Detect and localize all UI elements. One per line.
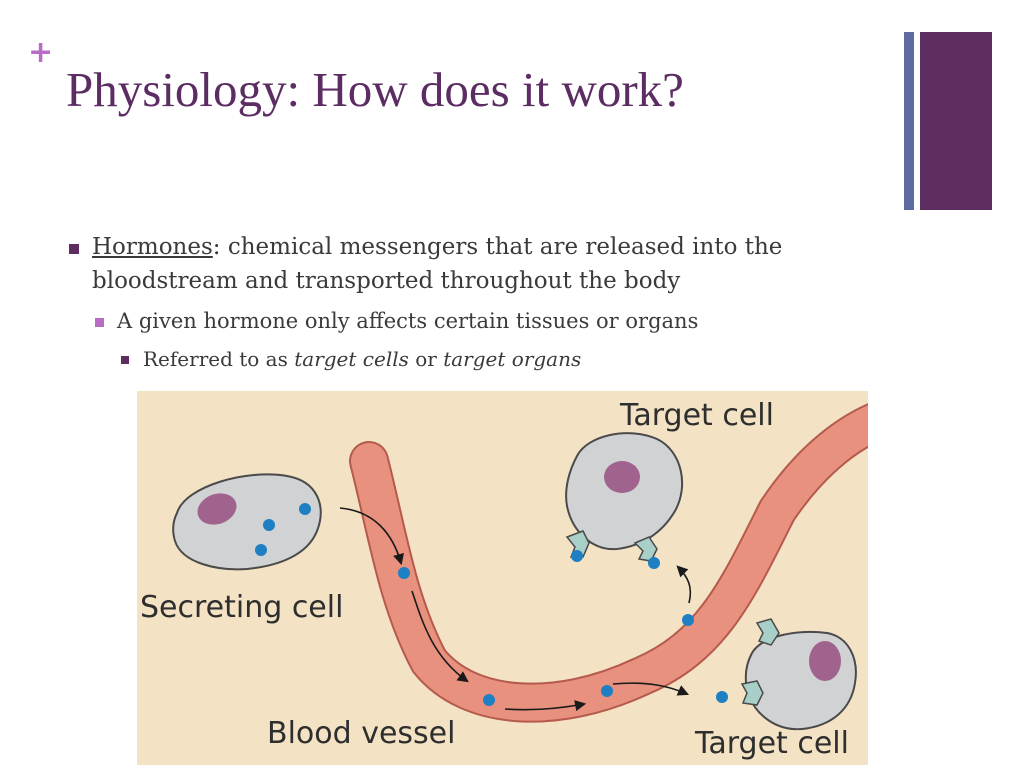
flow-arrow	[411, 590, 469, 683]
sub-sub-bullet-square-icon	[121, 356, 129, 364]
hormone-molecule	[255, 544, 267, 556]
term-target-organs: target organs	[443, 347, 582, 371]
label-target-cell-top: Target cell	[619, 398, 774, 433]
target-cell-bottom-nucleus	[809, 641, 841, 681]
bullet-hormone-specificity: A given hormone only affects certain tis…	[117, 309, 699, 333]
bullet-target-terms: Referred to as target cells or target or…	[143, 344, 581, 374]
flow-arrow	[339, 507, 404, 566]
decorative-thin-bar	[904, 32, 914, 210]
hormone-molecule	[682, 614, 694, 626]
hormone-molecule	[398, 567, 410, 579]
term-colon: :	[212, 234, 221, 260]
slide-title: Physiology: How does it work?	[66, 62, 684, 117]
hormones-definition-line1: chemical messengers that are released in…	[220, 234, 783, 260]
hormone-molecule	[571, 550, 583, 562]
sub-bullet-square-icon	[95, 318, 104, 327]
hormone-molecule	[263, 519, 275, 531]
decorative-thick-bar	[920, 32, 992, 210]
target-cell-top-nucleus	[604, 461, 640, 493]
hormone-molecule	[483, 694, 495, 706]
hormone-molecule	[299, 503, 311, 515]
flow-arrow	[612, 682, 690, 696]
term-hormones: Hormones	[92, 234, 213, 260]
target-cell-bottom	[744, 630, 857, 731]
diagram-svg: Target cell Secreting cell Blood vessel …	[140, 398, 868, 761]
hormone-molecule	[601, 685, 613, 697]
hormone-molecule	[716, 691, 728, 703]
secreting-cell-nucleus	[197, 493, 237, 525]
bullet-square-icon	[69, 244, 79, 254]
label-secreting-cell: Secreting cell	[140, 590, 343, 625]
receptor-icon	[740, 680, 764, 706]
hormone-transport-diagram: Target cell Secreting cell Blood vessel …	[137, 391, 868, 765]
bullet-hormones: Hormones: chemical messengers that are r…	[92, 230, 782, 298]
term-target-cells: target cells	[294, 347, 409, 371]
target-middle: or	[408, 347, 444, 371]
flow-arrow	[676, 565, 692, 604]
plus-icon: +	[28, 35, 54, 70]
label-target-cell-bottom: Target cell	[694, 726, 849, 761]
hormones-definition-line2: bloodstream and transported throughout t…	[92, 268, 681, 294]
receptor-icon	[565, 530, 590, 558]
label-blood-vessel: Blood vessel	[267, 716, 455, 751]
receptor-icon	[755, 618, 780, 646]
flow-arrow	[504, 700, 587, 712]
hormone-molecule	[648, 557, 660, 569]
target-prefix: Referred to as	[143, 347, 295, 371]
blood-vessel	[351, 405, 868, 721]
secreting-cell	[172, 473, 322, 571]
